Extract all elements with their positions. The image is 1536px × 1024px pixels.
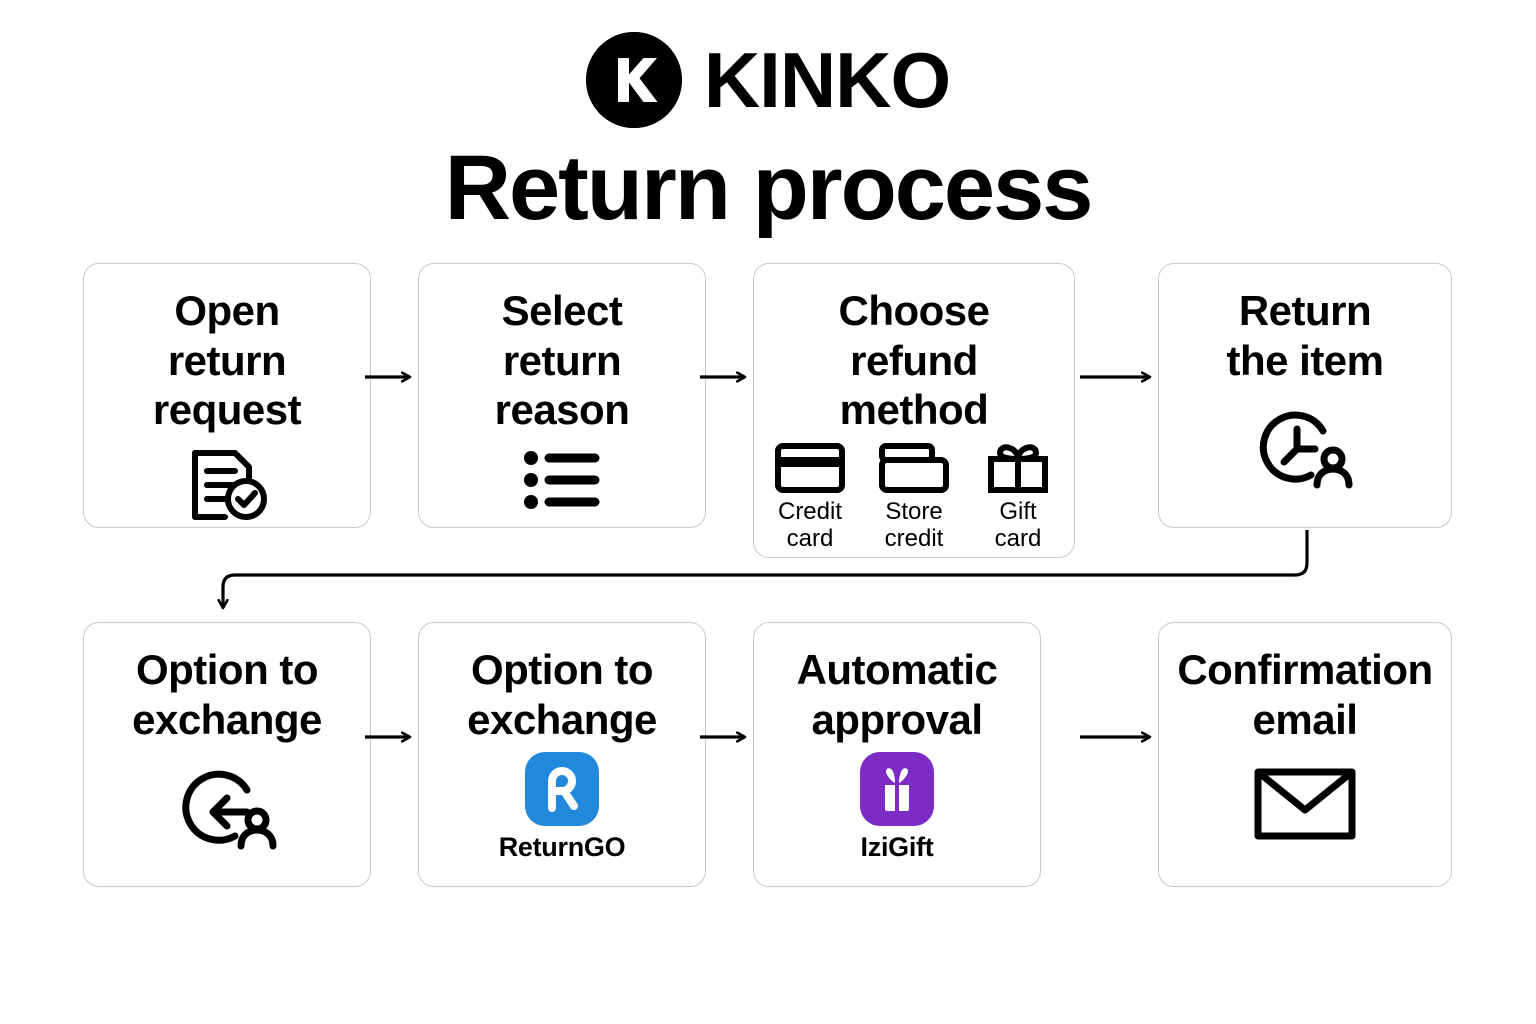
vendor-returngo: ReturnGO <box>499 752 626 863</box>
step-card-option-to-exchange-1[interactable]: Option to exchange <box>83 622 371 887</box>
step-title: Automatic approval <box>796 646 998 743</box>
return-arrow-person-icon <box>173 760 281 852</box>
vendor-name: ReturnGO <box>498 832 626 863</box>
kinko-k-logo-icon <box>585 32 682 128</box>
document-check-icon <box>181 445 273 525</box>
vendor-name: IziGift <box>860 832 934 863</box>
step-title: Option to exchange <box>132 646 322 743</box>
step-card-select-return-reason[interactable]: Select return reason <box>418 263 706 528</box>
vendor-izigift: IziGift <box>860 752 934 863</box>
clock-person-icon <box>1253 403 1357 491</box>
brand-header: KINKO <box>0 32 1536 128</box>
returngo-logo-icon <box>524 752 599 827</box>
step-title: Option to exchange <box>467 646 657 743</box>
step-title: Select return reason <box>494 287 630 434</box>
refund-option-credit-card[interactable]: Credit card <box>771 441 849 553</box>
step-card-choose-refund-method[interactable]: Choose refund method Credit card Store c… <box>753 263 1075 558</box>
step-card-return-the-item[interactable]: Return the item <box>1158 263 1452 528</box>
step-title: Confirmation email <box>1177 646 1433 743</box>
izigift-logo-icon <box>860 752 934 827</box>
refund-method-options: Credit card Store credit Gift card <box>771 441 1057 553</box>
envelope-icon <box>1253 766 1357 842</box>
step-card-option-to-exchange-2[interactable]: Option to exchange ReturnGO <box>418 622 706 887</box>
step-card-confirmation-email[interactable]: Confirmation email <box>1158 622 1452 887</box>
step-title: Choose refund method <box>838 287 990 434</box>
refund-option-label: Credit card <box>777 497 843 552</box>
refund-option-store-credit[interactable]: Store credit <box>875 441 953 553</box>
step-title: Return the item <box>1226 287 1384 384</box>
step-card-open-return-request[interactable]: Open return request <box>83 263 371 528</box>
step-card-automatic-approval[interactable]: Automatic approval IziGift <box>753 622 1041 887</box>
step-title: Open return request <box>152 287 302 434</box>
brand-wordmark: KINKO <box>703 36 951 124</box>
refund-option-label: Gift card <box>994 497 1042 552</box>
page-title: Return process <box>444 137 1094 239</box>
refund-option-gift-card[interactable]: Gift card <box>979 441 1057 553</box>
bulleted-list-icon <box>523 449 601 511</box>
refund-option-label: Store credit <box>884 497 944 552</box>
